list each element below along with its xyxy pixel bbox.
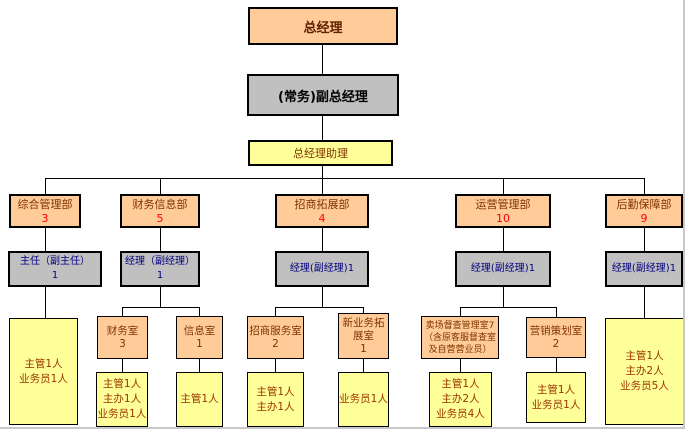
office-count: 2: [552, 337, 560, 350]
connector-vline: [363, 359, 364, 372]
box-office-marketing-planning: 营销策划室 2: [526, 317, 586, 358]
dept-label: 财务信息部: [132, 197, 188, 211]
box-manager-merchant-expansion: 经理(副经理)1: [275, 251, 369, 287]
box-dept-general-admin: 综合管理部 3: [9, 194, 81, 228]
manager-label: 经理（副经理）1: [125, 256, 195, 281]
box-general-manager: 总经理: [248, 7, 398, 45]
connector-vline: [160, 178, 161, 194]
general-manager-label: 总经理: [303, 20, 343, 36]
box-manager-finance-info: 经理（副经理）1: [120, 251, 200, 287]
dept-label: 综合管理部: [17, 197, 73, 211]
box-dept-finance-info: 财务信息部 5: [120, 194, 200, 228]
connector-vline: [322, 178, 323, 194]
connector-hline: [122, 307, 199, 308]
box-staff-information: 主管1人: [176, 372, 223, 427]
connector-vline: [160, 228, 161, 251]
connector-vline: [160, 287, 161, 307]
connector-vline: [322, 45, 323, 74]
box-staff-merchant-service: 主管1人 主办1人: [247, 372, 304, 427]
box-staff-logistics: 主管1人 主办2人 业务员5人: [605, 318, 683, 425]
staff-label: 主管1人 业务员1人: [531, 383, 581, 411]
staff-label: 主管1人 业务员1人: [19, 357, 68, 385]
connector-vline: [322, 166, 323, 178]
office-count: 1: [196, 337, 203, 350]
box-deputy-general-manager: (常务)副总经理: [247, 74, 399, 116]
dept-count: 5: [156, 211, 164, 225]
box-office-information: 信息室 1: [176, 316, 223, 359]
connector-vline: [503, 228, 504, 251]
manager-label: 经理(副经理)1: [611, 263, 677, 274]
manager-label: 经理(副经理)1: [470, 263, 536, 274]
connector-vline: [122, 307, 123, 316]
box-gm-assistant: 总经理助理: [248, 140, 393, 166]
box-staff-general-admin: 主管1人 业务员1人: [9, 318, 78, 425]
connector-vline: [644, 287, 645, 318]
connector-vline: [503, 178, 504, 194]
staff-label: 主管1人 主办1人 业务员1人: [97, 378, 147, 420]
box-office-finance: 财务室 3: [97, 316, 148, 359]
office-label: 招商服务室: [249, 324, 302, 337]
staff-label: 主管1人 主办1人: [256, 385, 295, 413]
dept-count: 10: [496, 211, 510, 225]
office-label: 卖场督查管理室7 （含原客服督查室 及自营营业员）: [423, 320, 496, 355]
connector-vline: [503, 287, 504, 307]
office-label: 新业务拓展室: [342, 316, 385, 342]
box-dept-operations: 运营管理部 10: [455, 194, 551, 228]
gm-assistant-label: 总经理助理: [293, 147, 348, 160]
dept-count: 4: [318, 211, 326, 225]
connector-vline: [322, 287, 323, 307]
office-label: 财务室: [106, 324, 139, 337]
connector-vline: [644, 178, 645, 194]
office-count: 2: [272, 337, 279, 350]
box-staff-marketing-planning: 主管1人 业务员1人: [526, 372, 586, 423]
connector-vline: [275, 359, 276, 372]
office-label: 信息室: [183, 324, 216, 337]
staff-label: 业务员1人: [339, 393, 388, 405]
dept-count: 3: [41, 211, 49, 225]
connector-vline: [45, 178, 46, 194]
box-office-store-supervision: 卖场督查管理室7 （含原客服督查室 及自营营业员）: [421, 316, 499, 359]
connector-vline: [322, 228, 323, 251]
deputy-general-manager-label: (常务)副总经理: [278, 89, 368, 105]
manager-label: 主任（副主任） 1: [20, 256, 90, 281]
box-office-merchant-service: 招商服务室 2: [247, 316, 304, 359]
connector-vline: [199, 307, 200, 316]
dept-label: 招商拓展部: [294, 197, 350, 211]
staff-label: 主管1人 主办2人 业务员5人: [620, 350, 669, 392]
connector-vline: [45, 287, 46, 318]
box-staff-store-supervision: 主管1人 主办2人 业务员4人: [429, 372, 492, 427]
connector-hline: [45, 178, 645, 179]
staff-label: 主管1人: [180, 393, 219, 405]
box-manager-operations: 经理(副经理)1: [455, 251, 551, 287]
box-office-new-business: 新业务拓展室 1: [338, 313, 389, 359]
dept-label: 后勤保障部: [616, 197, 672, 211]
dept-label: 运营管理部: [475, 197, 531, 211]
box-staff-finance: 主管1人 主办1人 业务员1人: [96, 372, 148, 427]
box-staff-new-business: 业务员1人: [338, 372, 389, 427]
connector-vline: [363, 307, 364, 313]
box-dept-merchant-expansion: 招商拓展部 4: [275, 194, 369, 228]
box-manager-general-admin: 主任（副主任） 1: [8, 251, 102, 287]
connector-vline: [556, 307, 557, 317]
connector-vline: [644, 228, 645, 251]
connector-vline: [322, 116, 323, 140]
box-manager-logistics: 经理(副经理)1: [605, 251, 683, 287]
connector-vline: [460, 307, 461, 316]
office-label: 营销策划室: [529, 324, 583, 337]
connector-vline: [556, 358, 557, 372]
connector-vline: [460, 359, 461, 372]
connector-vline: [45, 228, 46, 251]
box-dept-logistics: 后勤保障部 9: [605, 194, 683, 228]
office-count: 3: [119, 337, 126, 350]
connector-vline: [122, 359, 123, 372]
manager-label: 经理(副经理)1: [289, 263, 355, 274]
staff-label: 主管1人 主办2人 业务员4人: [436, 378, 485, 420]
dept-count: 9: [640, 211, 648, 225]
connector-vline: [275, 307, 276, 316]
office-count: 1: [360, 342, 367, 355]
connector-hline: [460, 307, 556, 308]
connector-vline: [199, 359, 200, 372]
connector-hline: [275, 307, 363, 308]
